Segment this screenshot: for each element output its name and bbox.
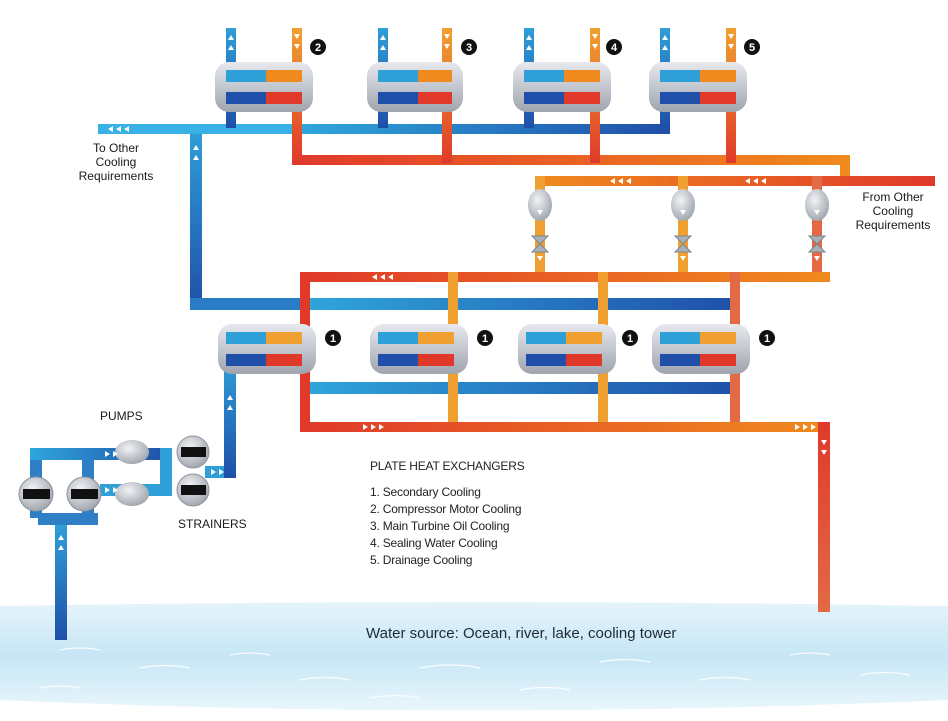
svg-text:Cooling: Cooling [873,204,914,218]
heat-exchanger-icon [370,324,468,374]
legend-title: PLATE HEAT EXCHANGERS [370,459,525,473]
badge-2: 2 [310,39,326,55]
legend-item: 4. Sealing Water Cooling [370,536,498,550]
pump-icon [528,189,552,221]
heat-exchanger-icon [513,62,611,112]
badge-5: 5 [744,39,760,55]
strainers-label: STRAINERS [178,517,247,531]
badge-1: 1 [622,330,638,346]
svg-text:Requirements: Requirements [856,218,931,232]
badge-1: 1 [759,330,775,346]
heat-exchanger-icon [649,62,747,112]
pumps-label: PUMPS [100,409,143,423]
heat-exchanger-icon [215,62,313,112]
pump-icon [18,476,54,512]
legend-item: 1. Secondary Cooling [370,485,481,499]
svg-text:2: 2 [315,42,321,54]
heat-exchanger-icon [218,324,316,374]
valve-icon [673,235,693,253]
legend-item: 5. Drainage Cooling [370,553,472,567]
pump-icon [671,189,695,221]
badge-3: 3 [461,39,477,55]
svg-text:1: 1 [482,333,488,345]
heat-exchanger-icon [652,324,750,374]
valve-icon [530,235,550,253]
svg-text:5: 5 [749,42,755,54]
pump-icon [115,440,149,506]
legend-item: 3. Main Turbine Oil Cooling [370,519,509,533]
svg-text:1: 1 [627,333,633,345]
heat-exchanger-icon [518,324,616,374]
svg-text:4: 4 [611,42,618,54]
strainer-icon [176,435,210,469]
badge-1: 1 [325,330,341,346]
strainer-icon [176,473,210,507]
badge-1: 1 [477,330,493,346]
svg-text:1: 1 [764,333,770,345]
pump-icon [66,476,102,512]
pump-icon [805,189,829,221]
svg-text:1: 1 [330,333,336,345]
svg-text:Cooling: Cooling [96,155,137,169]
svg-text:3: 3 [466,42,472,54]
from-other-label: From Other Cooling Requirements [856,190,931,232]
water-source-label: Water source: Ocean, river, lake, coolin… [366,625,676,642]
to-other-label: To Other Cooling Requirements [79,141,154,183]
legend-item: 2. Compressor Motor Cooling [370,502,521,516]
heat-exchanger-icon [367,62,463,112]
svg-text:To Other: To Other [93,141,139,155]
cold-supply-pipes [98,124,740,394]
valve-icon [807,235,827,253]
svg-text:From Other: From Other [862,190,923,204]
svg-text:Requirements: Requirements [79,169,154,183]
flow-arrow-icon [58,34,827,550]
legend: PLATE HEAT EXCHANGERS 1. Secondary Cooli… [370,459,525,567]
water-source [0,602,948,711]
badge-4: 4 [606,39,622,55]
